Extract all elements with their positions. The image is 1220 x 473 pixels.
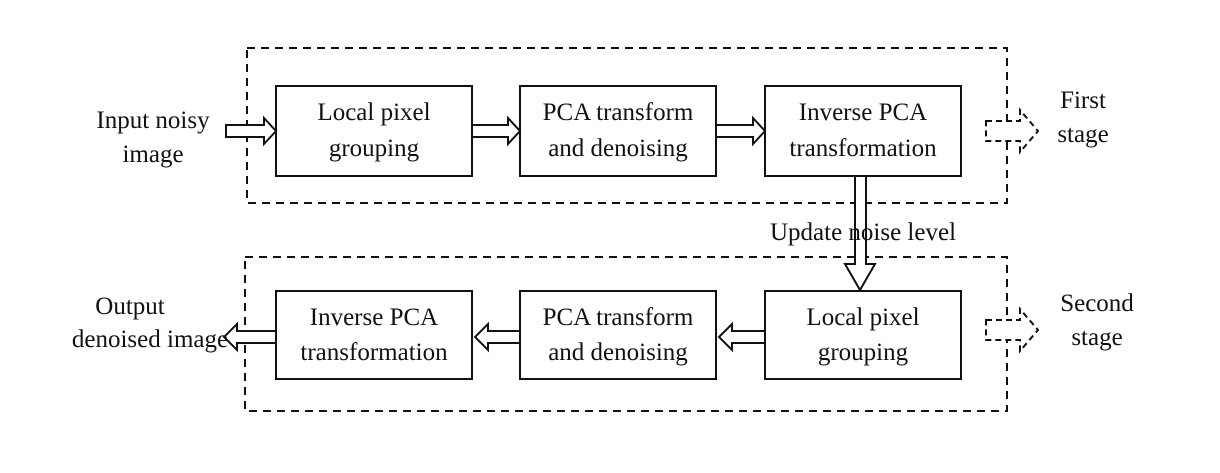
block-label-line: PCA transform	[543, 99, 694, 126]
output-label-line: Output	[95, 293, 165, 320]
input-label-line: image	[122, 141, 183, 168]
input-label-line: Input noisy	[96, 107, 210, 134]
input-arrow-icon	[225, 115, 278, 147]
first-stage-block-local-pixel-grouping: Local pixel grouping	[275, 85, 473, 177]
second-stage-block-pca-transform: PCA transform and denoising	[519, 290, 717, 380]
arrow-down-icon	[843, 175, 877, 293]
block-label-line: grouping	[329, 135, 420, 162]
update-noise-level-label: Update noise level	[770, 219, 956, 246]
second-stage-label-line: stage	[1071, 324, 1122, 351]
first-stage-label-line: First	[1060, 87, 1106, 114]
block-label-line: grouping	[818, 339, 909, 366]
output-arrow-icon	[222, 321, 277, 353]
dashed-stage-arrow-icon	[985, 107, 1040, 155]
block-label-line: transformation	[300, 339, 448, 366]
block-label-line: Inverse PCA	[310, 304, 438, 331]
block-label-line: Local pixel	[317, 99, 430, 126]
block-label-line: and denoising	[548, 135, 688, 162]
block-label-line: and denoising	[548, 339, 688, 366]
arrow-left-icon	[473, 321, 521, 353]
block-label-line: PCA transform	[543, 304, 694, 331]
arrow-left-icon	[717, 321, 766, 353]
first-stage-label-line: stage	[1057, 121, 1108, 148]
output-label-line: denoised image	[72, 326, 228, 353]
block-label-line: Local pixel	[806, 304, 919, 331]
second-stage-block-inverse-pca: Inverse PCA transformation	[275, 290, 473, 380]
second-stage-label-line: Second	[1060, 290, 1134, 317]
first-stage-block-pca-transform: PCA transform and denoising	[519, 85, 717, 177]
arrow-right-icon	[471, 115, 522, 147]
arrow-right-icon	[715, 115, 767, 147]
second-stage-block-local-pixel-grouping: Local pixel grouping	[764, 290, 962, 380]
block-label-line: transformation	[789, 135, 937, 162]
dashed-stage-arrow-icon	[985, 306, 1040, 354]
first-stage-block-inverse-pca: Inverse PCA transformation	[764, 85, 962, 177]
block-label-line: Inverse PCA	[799, 99, 927, 126]
